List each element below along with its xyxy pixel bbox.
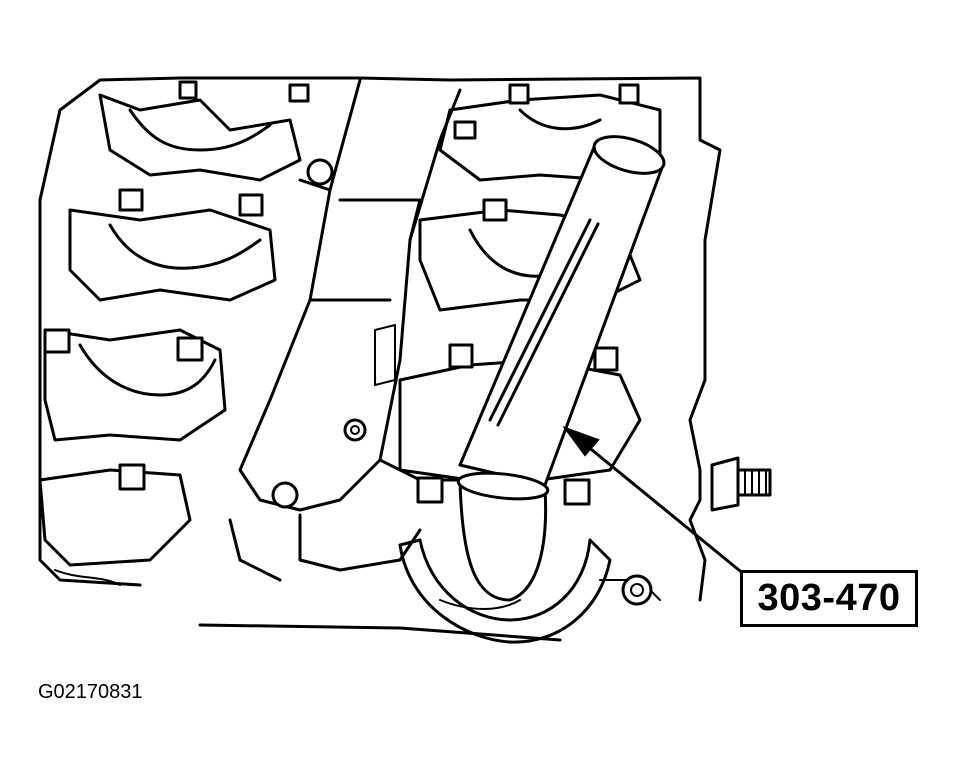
bearing-caps-left — [38, 93, 302, 586]
center-webs — [228, 78, 462, 582]
block-outline — [38, 76, 722, 642]
tool-callout-label: 303-470 — [757, 577, 901, 619]
bolts-right — [416, 83, 640, 506]
tool-callout-box: 303-470 — [740, 570, 918, 627]
side-stud — [710, 456, 772, 512]
special-tool — [456, 135, 666, 602]
bearing-saddle — [398, 538, 661, 644]
bolts-left — [43, 80, 310, 491]
callout-leader — [562, 425, 747, 577]
figure-id: G02170831 — [38, 681, 143, 703]
